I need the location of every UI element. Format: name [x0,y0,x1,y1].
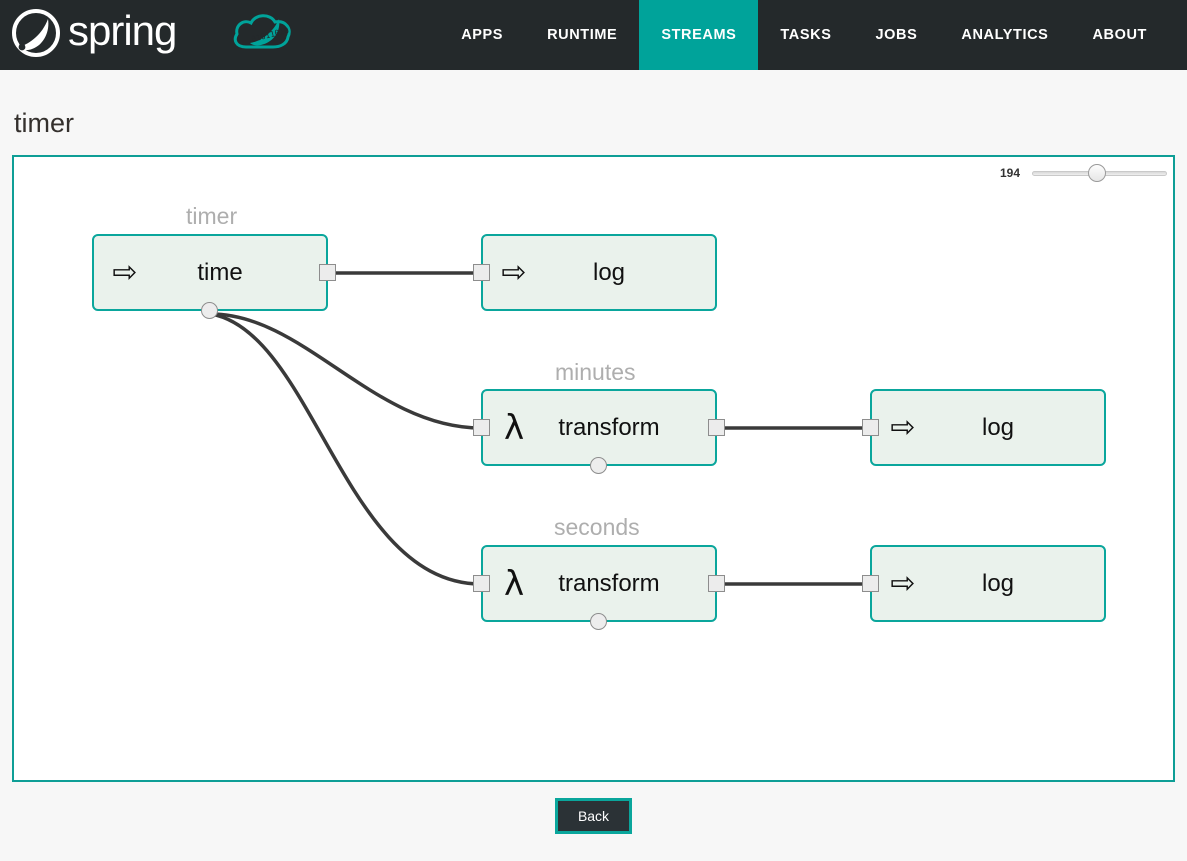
svg-text:01011010: 01011010 [250,25,290,43]
lambda-processor-icon: λ [503,563,525,604]
node-time[interactable]: ⇨ time [92,234,336,319]
zoom-slider-thumb[interactable] [1087,164,1106,182]
nav-item-runtime[interactable]: RUNTIME [547,27,618,43]
sink-arrow-icon: ⇨ [890,565,916,601]
tap-port[interactable] [201,302,218,319]
tap-port[interactable] [590,457,607,474]
graph-area[interactable]: timer minutes seconds ⇨ time ⇨ log λ transform ⇨ l… [14,157,1173,780]
input-port[interactable] [473,418,490,436]
node-transform-minutes[interactable]: λ transform [473,389,725,474]
output-port[interactable] [319,263,336,281]
svg-text:spring: spring [68,10,176,54]
brand-wordmark: spring [68,7,220,61]
nav-item-jobs[interactable]: JOBS [875,27,918,43]
output-port[interactable] [708,574,725,592]
node-label: log [981,569,1015,597]
node-label: transform [558,413,660,441]
input-port[interactable] [862,418,879,436]
zoom-slider[interactable] [1032,164,1167,182]
nav-item-about[interactable]: ABOUT [1092,27,1147,43]
input-port[interactable] [862,574,879,592]
group-label-seconds: seconds [554,514,640,540]
node-label: log [981,413,1015,441]
node-log-2[interactable]: ⇨ log [862,389,1106,466]
spring-leaf-icon [10,7,62,64]
app-header: spring 01011010 APPS RUNTIME STREAMS TAS… [0,0,1187,70]
source-arrow-icon: ⇨ [112,254,138,290]
graph-edge[interactable] [210,312,482,430]
group-label-timer: timer [186,203,238,229]
nav-item-streams[interactable]: STREAMS [639,0,759,70]
lambda-processor-icon: λ [503,407,525,448]
zoom-control: 194 [1000,164,1167,182]
back-button[interactable]: Back [554,798,633,834]
tap-port[interactable] [590,613,607,630]
graph-edge[interactable] [210,312,482,586]
node-log-1[interactable]: ⇨ log [473,234,717,311]
group-label-minutes: minutes [555,359,636,385]
nav-item-analytics[interactable]: ANALYTICS [961,27,1049,43]
main-navigation: APPS RUNTIME STREAMS TASKS JOBS ANALYTIC… [439,0,1187,70]
spring-cloud-binary-icon: 01011010 [230,9,296,62]
input-port[interactable] [473,574,490,592]
zoom-value-label: 194 [999,166,1020,180]
footer: Back [0,798,1187,834]
node-log-3[interactable]: ⇨ log [862,545,1106,622]
stream-graph-canvas[interactable]: 194 timer minutes seconds ⇨ time ⇨ log λ transfo… [12,155,1175,782]
sink-arrow-icon: ⇨ [501,254,527,290]
input-port[interactable] [473,263,490,281]
page-title: timer [14,108,74,139]
nav-item-tasks[interactable]: TASKS [780,27,832,43]
node-transform-seconds[interactable]: λ transform [473,545,725,630]
node-label: log [592,258,626,286]
node-label: transform [558,569,660,597]
brand-logo[interactable]: spring 01011010 [0,0,296,70]
node-label: time [197,258,243,286]
output-port[interactable] [708,418,725,436]
nav-item-apps[interactable]: APPS [461,27,504,43]
sink-arrow-icon: ⇨ [890,409,916,445]
